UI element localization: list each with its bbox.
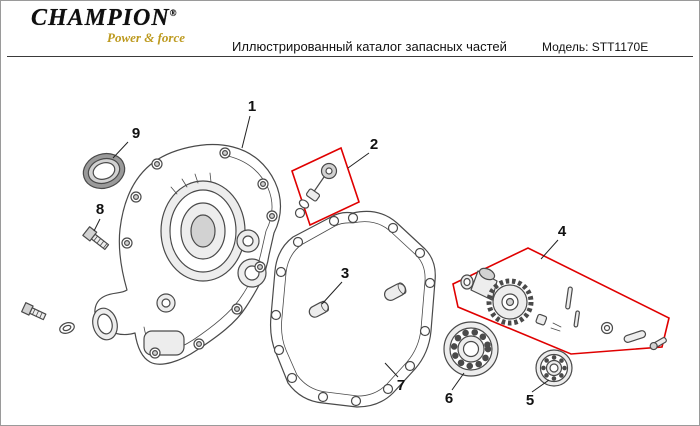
crankcase-cover-drawing xyxy=(92,144,282,365)
gasket-drawing xyxy=(269,210,436,408)
callout-5: 5 xyxy=(526,392,534,409)
highlight-box-part4 xyxy=(452,247,670,355)
bearing-small-drawing xyxy=(535,349,573,387)
dowel-pins-drawing xyxy=(308,282,407,318)
callout-4: 4 xyxy=(558,223,567,240)
governor-assembly-drawing xyxy=(460,267,667,351)
bolt-drawing xyxy=(82,226,110,251)
brand-tagline: Power & force xyxy=(107,30,185,45)
document-title: Иллюстрированный каталог запасных частей xyxy=(232,39,507,54)
callout-1: 1 xyxy=(248,98,256,115)
callout-6: 6 xyxy=(445,390,453,407)
page-header: CHAMPION® Power & force Иллюстрированный… xyxy=(1,1,699,56)
gasket-bolt-holes xyxy=(270,212,436,407)
callout-7: 7 xyxy=(397,377,405,394)
brand-wordmark: CHAMPION® xyxy=(31,6,191,30)
callout-8: 8 xyxy=(96,201,104,218)
drain-bolt-drawing xyxy=(21,302,75,334)
brand-text: CHAMPION xyxy=(31,5,170,31)
leader-lines xyxy=(93,115,559,393)
registered-mark: ® xyxy=(169,8,177,18)
bearing-large-drawing xyxy=(443,321,499,377)
callout-9: 9 xyxy=(132,125,140,142)
callout-2: 2 xyxy=(370,136,378,153)
champion-logo: CHAMPION® Power & force xyxy=(31,6,191,44)
oil-seal-drawing xyxy=(82,152,126,190)
callout-3: 3 xyxy=(341,265,349,282)
breather-valve-drawing xyxy=(294,162,338,219)
header-divider xyxy=(7,56,693,57)
model-label: Модель: STT1170E xyxy=(542,40,649,54)
cover-bolt-holes xyxy=(121,147,278,359)
